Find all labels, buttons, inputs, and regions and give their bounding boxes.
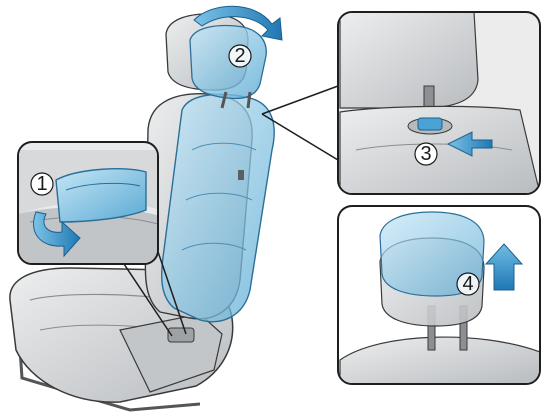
recline-lever-arrow xyxy=(33,211,81,258)
step-3-marker: 3 xyxy=(414,142,438,166)
step-2-label: 2 xyxy=(234,45,245,67)
step-1-label: 1 xyxy=(36,173,47,195)
step-2-marker: 2 xyxy=(228,44,252,68)
step-4-label: 4 xyxy=(462,273,473,295)
headrest-tilt-arrow xyxy=(193,5,283,41)
release-button-arrow xyxy=(446,131,493,157)
step-4-marker: 4 xyxy=(456,272,480,296)
inset-release-button: 3 xyxy=(337,11,541,195)
step-1-marker: 1 xyxy=(30,172,54,196)
headrest-tilted xyxy=(189,24,267,100)
recline-lever xyxy=(55,168,147,223)
headrest-raised xyxy=(379,211,485,297)
callout-leaders xyxy=(123,85,339,337)
raise-arrow xyxy=(484,243,524,291)
step-3-label: 3 xyxy=(420,143,431,165)
inset-raise-headrest: 4 xyxy=(337,205,541,385)
main-seat xyxy=(9,5,283,412)
inset-recline-lever: 1 xyxy=(17,141,159,265)
release-button xyxy=(417,117,443,131)
